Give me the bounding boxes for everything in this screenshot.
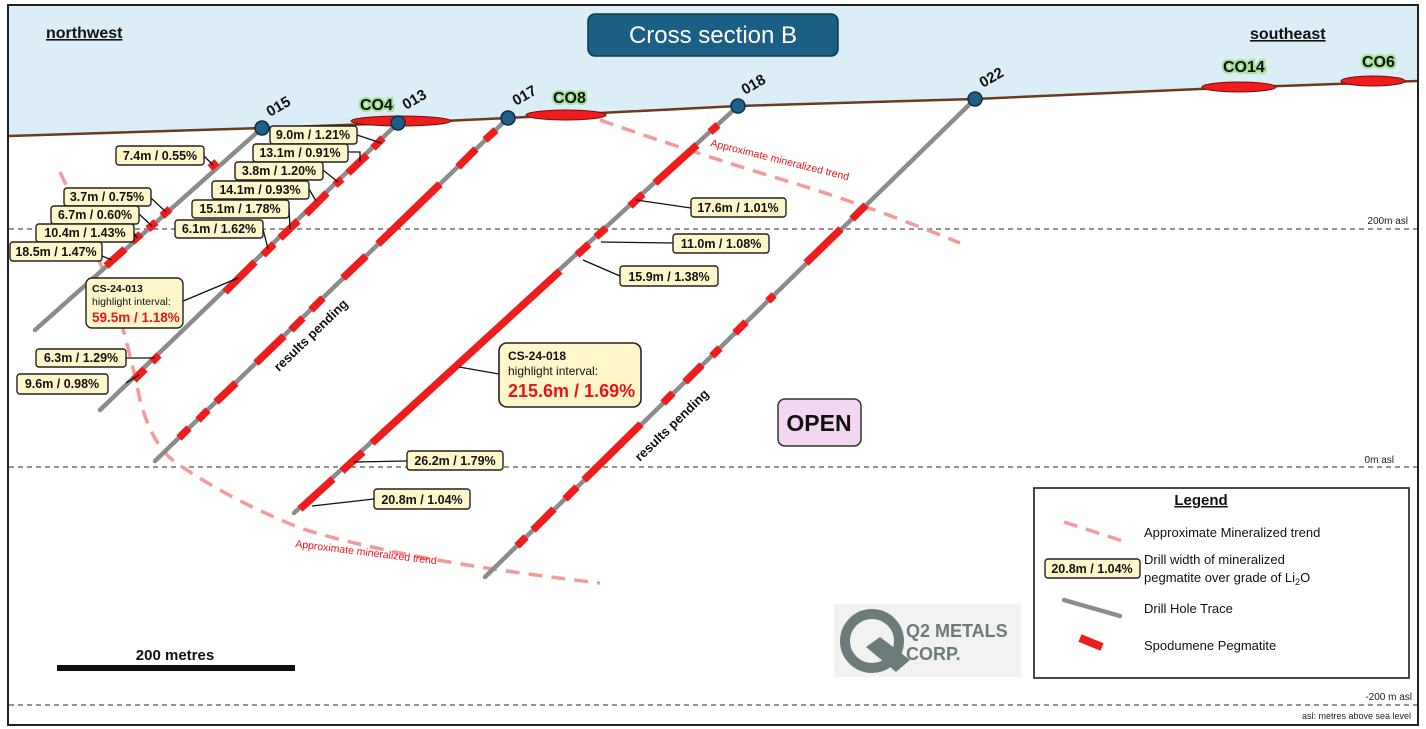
legend-drill-label: Drill Hole Trace <box>1144 601 1233 616</box>
company-logo: Q2 METALS CORP. <box>834 604 1021 677</box>
collar-018 <box>730 98 746 114</box>
label-013-9.0m: 9.0m / 1.21% <box>276 128 350 142</box>
label-013-9.6m: 9.6m / 0.98% <box>25 377 99 391</box>
legend-trend-swatch <box>1063 520 1127 544</box>
drill-trace-017 <box>152 115 511 464</box>
label-018-20.8m: 20.8m / 1.04% <box>381 493 462 507</box>
scale-bar-label: 200 metres <box>136 647 214 664</box>
direction-southeast: southeast <box>1250 26 1326 43</box>
highlight-013-value: 59.5m / 1.18% <box>92 310 180 325</box>
occurrence-co8-shape <box>525 109 607 121</box>
interval-labels-013: 9.0m / 1.21% 13.1m / 0.91% 3.8m / 1.20% … <box>16 125 358 395</box>
highlight-018-value: 215.6m / 1.69% <box>508 381 635 401</box>
legend-title: Legend <box>1174 492 1227 509</box>
highlight-013-hole: CS-24-013 <box>92 283 143 295</box>
occurrence-co14-shape <box>1201 81 1277 93</box>
direction-northwest: northwest <box>46 25 123 42</box>
label-015-3.7m: 3.7m / 0.75% <box>70 190 144 204</box>
logo-line1: Q2 METALS <box>906 621 1008 641</box>
label-018-17.6m: 17.6m / 1.01% <box>697 201 778 215</box>
collar-017 <box>500 110 516 126</box>
asl-footnote: asl: metres above sea level <box>1302 711 1411 721</box>
label-018-11.0m: 11.0m / 1.08% <box>681 237 762 251</box>
collar-013 <box>390 115 406 131</box>
label-013-15.1m: 15.1m / 1.78% <box>199 202 280 216</box>
collar-022 <box>967 91 983 107</box>
interval-labels-015: 7.4m / 0.55% 3.7m / 0.75% 6.7m / 0.60% 1… <box>9 145 205 262</box>
open-label: OPEN <box>786 410 851 436</box>
label-200m-asl: 200m asl <box>1367 216 1408 227</box>
title-box <box>587 13 839 57</box>
legend-width-line1: Drill width of mineralized <box>1144 552 1285 567</box>
highlight-callout-013: CS-24-013 highlight interval: 59.5m / 1.… <box>85 277 184 329</box>
open-box <box>777 398 862 447</box>
label-013-3.8m: 3.8m / 1.20% <box>242 164 316 178</box>
label-015-10.4m: 10.4m / 1.43% <box>44 226 125 240</box>
pegmatite-intercepts <box>103 122 869 549</box>
mineralized-trend-upper <box>599 118 961 245</box>
legend-sample-text: 20.8m / 1.04% <box>1051 562 1132 576</box>
legend-drill-swatch <box>1061 597 1123 619</box>
collar-015 <box>254 120 270 136</box>
legend-trend-label: Approximate Mineralized trend <box>1144 525 1320 540</box>
label-013-6.3m: 6.3m / 1.29% <box>44 351 118 365</box>
occurrence-co6-label: CO6 <box>1362 54 1395 71</box>
label-015-7.4m: 7.4m / 0.55% <box>123 149 197 163</box>
occurrence-co4-label: CO4 <box>360 97 393 114</box>
label-015-18.5m: 18.5m / 1.47% <box>15 245 96 259</box>
label-0m-asl: 0m asl <box>1365 455 1394 466</box>
scale-bar <box>57 665 295 671</box>
highlight-018-hole: CS-24-018 <box>508 349 566 363</box>
legend-sample-box <box>1044 558 1141 579</box>
title-text: Cross section B <box>629 22 797 49</box>
label-013-13.1m: 13.1m / 0.91% <box>259 146 340 160</box>
label-018-15.9m: 15.9m / 1.38% <box>628 270 709 284</box>
occurrence-co14-label: CO14 <box>1223 59 1265 76</box>
legend: Legend Approximate Mineralized trend 20.… <box>1033 487 1410 679</box>
highlight-018-caption: highlight interval: <box>508 364 598 378</box>
leaders-018 <box>311 199 692 507</box>
legend-spod-label: Spodumene Pegmatite <box>1144 638 1276 653</box>
highlight-callout-018: CS-24-018 highlight interval: 215.6m / 1… <box>498 342 642 408</box>
logo-line2: CORP. <box>906 644 961 664</box>
label-minus200m-asl: -200 m asl <box>1365 692 1412 703</box>
label-015-6.7m: 6.7m / 0.60% <box>58 208 132 222</box>
label-018-26.2m: 26.2m / 1.79% <box>414 454 495 468</box>
legend-width-line2: pegmatite over grade of Li2O <box>1144 570 1310 587</box>
occurrence-co6-shape <box>1340 75 1406 87</box>
interval-labels-018: 17.6m / 1.01% 11.0m / 1.08% 15.9m / 1.38… <box>373 197 787 510</box>
legend-spod-swatch <box>1078 634 1104 651</box>
label-013-6.1m: 6.1m / 1.62% <box>182 222 256 236</box>
highlight-013-caption: highlight interval: <box>92 296 171 308</box>
occurrence-co8-label: CO8 <box>553 90 586 107</box>
sky-area <box>9 6 1417 136</box>
label-013-14.1m: 14.1m / 0.93% <box>219 183 300 197</box>
leaders-013 <box>125 134 382 384</box>
